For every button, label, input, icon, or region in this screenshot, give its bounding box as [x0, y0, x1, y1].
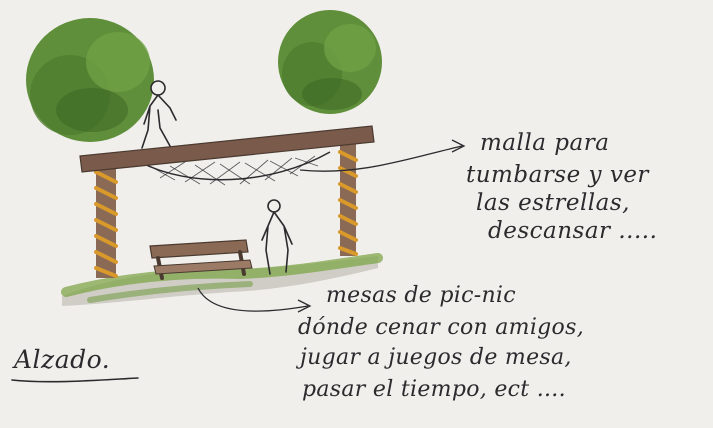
drawing-title: Alzado.: [12, 345, 110, 374]
arrow-to-hammock-note: [299, 139, 466, 172]
right-post: [338, 142, 358, 256]
title-underline: [11, 377, 139, 383]
left-post: [94, 158, 118, 278]
picnic-note-line-4: pasar el tiempo, ect ....: [302, 377, 566, 402]
hammock-note-line-1: malla para: [480, 130, 609, 156]
person-standing: [261, 199, 293, 275]
hammock-note-line-4: descansar .....: [488, 218, 657, 244]
picnic-note-line-2: dónde cenar con amigos,: [298, 315, 584, 340]
arrow-to-picnic-note: [197, 287, 312, 313]
ground-grass: [61, 253, 383, 306]
right-tree: [278, 10, 382, 114]
hammock-note-line-2: tumbarse y ver: [466, 162, 650, 188]
left-tree: [26, 18, 154, 142]
person-on-beam: [141, 80, 177, 149]
hammock-note-line-3: las estrellas,: [476, 190, 630, 216]
picnic-table: [149, 239, 253, 280]
picnic-note-line-3: jugar a juegos de mesa,: [295, 345, 572, 370]
top-beam: [79, 125, 375, 173]
hammock-net: [139, 151, 331, 186]
picnic-note-line-1: mesas de pic-nic: [326, 283, 516, 308]
